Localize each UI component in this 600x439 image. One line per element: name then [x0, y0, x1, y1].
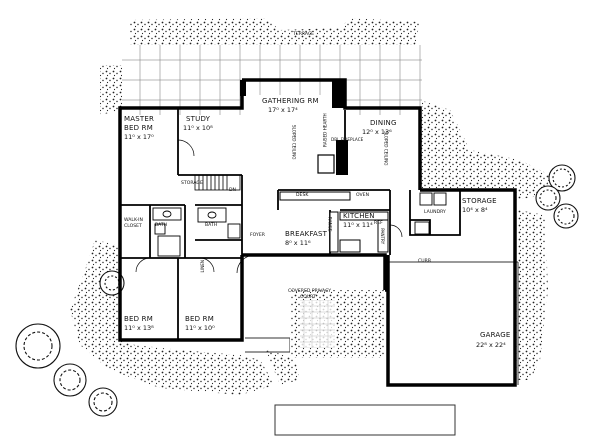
bedroom-3-name: BED RM	[185, 315, 214, 323]
bedroom-2-dim: 11⁰ x 13⁸	[124, 324, 154, 332]
landscaping	[70, 18, 550, 395]
stair-down-note: DN	[229, 188, 236, 193]
range-note: RANGE	[327, 216, 333, 232]
breakfast-dim: 8⁰ x 11⁶	[285, 239, 311, 247]
laundry-name: LAUNDRY	[424, 210, 446, 215]
court-label-2: COURT	[300, 295, 316, 300]
breakfast-name: BREAKFAST	[285, 230, 328, 238]
bedroom-2-name: BED RM	[124, 315, 153, 323]
sloped-ceiling-note-1: SLOPED CEILING	[291, 124, 297, 160]
bedroom-3-dim: 11⁰ x 10⁰	[185, 324, 215, 332]
dining-dim: 12⁰ x 13⁶	[362, 128, 392, 136]
storage-dim: 10⁴ x 8⁴	[462, 206, 488, 214]
sloped-ceiling-note-2: SLOPED CEILING	[383, 130, 389, 166]
raised-hearth-note: RAISED HEARTH	[322, 113, 328, 148]
walk-in-closet-label: WALK-IN	[124, 218, 143, 223]
terrace-label: TERRACE	[293, 32, 315, 37]
kitchen-name: KITCHEN	[343, 212, 375, 220]
master-bedroom-dim: 11⁰ x 17⁰	[124, 133, 154, 141]
study-dim: 11⁰ x 10⁸	[183, 124, 213, 132]
stair	[194, 174, 241, 191]
oven-note: OVEN	[356, 193, 370, 198]
desk-note: DESK	[296, 193, 309, 198]
kitchen-dim: 11⁰ x 11⁴	[343, 221, 373, 229]
stair-storage-note: STORAGE	[181, 181, 203, 186]
master-bedroom-name-2: BED RM	[124, 124, 153, 132]
garage-name: GARAGE	[480, 331, 511, 339]
bath-1-name: BATH	[155, 223, 168, 228]
trees	[15, 164, 579, 417]
double-fireplace-note: DBL FIREPLACE	[331, 137, 364, 142]
bath-2-name: BATH	[205, 223, 218, 228]
driveway	[245, 261, 519, 436]
curb-note: CURB	[418, 259, 431, 264]
walk-in-closet-label-2: CLOSET	[124, 224, 142, 229]
pantry-note: PANTRY	[380, 228, 386, 245]
ref-note: REF	[374, 221, 383, 226]
laundry-appliances	[414, 192, 447, 235]
foyer-name: FOYER	[250, 233, 265, 238]
linen-note: LINEN	[200, 259, 206, 273]
dining-name: DINING	[370, 119, 397, 127]
gathering-room-dim: 17⁰ x 17⁴	[268, 106, 298, 114]
master-bedroom-name: MASTER	[124, 115, 155, 123]
door-swings	[135, 139, 403, 274]
court-label: COVERED PRIVACY	[288, 289, 332, 294]
study-name: STUDY	[186, 115, 211, 123]
bath-fixtures	[152, 207, 241, 257]
gathering-room-name: GATHERING RM	[262, 97, 319, 105]
storage-name: STORAGE	[462, 197, 497, 205]
kitchen-counters	[279, 191, 389, 253]
court-planting	[290, 290, 385, 358]
terrace	[122, 45, 422, 115]
garage-dim: 22⁸ x 22⁴	[476, 341, 506, 349]
exterior-walls	[118, 78, 517, 387]
fireplace	[240, 80, 348, 175]
